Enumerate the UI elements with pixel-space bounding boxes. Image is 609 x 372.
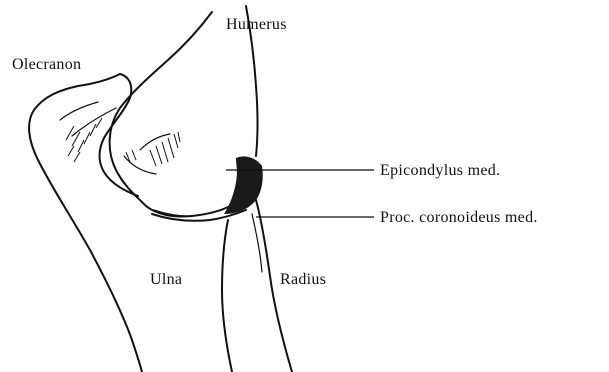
proc-coronoideus-label: Proc. coronoideus med. bbox=[380, 209, 538, 226]
olecranon-label: Olecranon bbox=[12, 56, 81, 73]
radius-label: Radius bbox=[280, 271, 326, 288]
humerus-label: Humerus bbox=[226, 16, 287, 33]
humerus-bone bbox=[110, 6, 263, 217]
epicondylus-label: Epicondylus med. bbox=[380, 162, 500, 179]
ulna-bone bbox=[29, 74, 142, 372]
ulna-label: Ulna bbox=[150, 271, 182, 288]
